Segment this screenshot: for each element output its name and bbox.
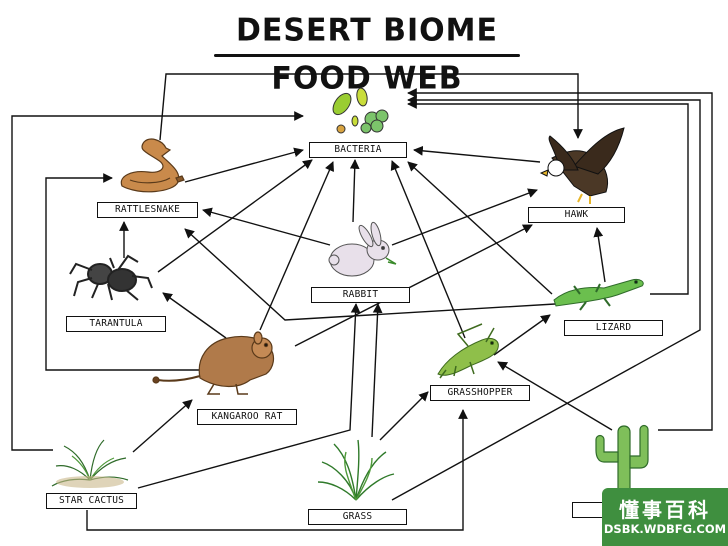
tarantula-icon — [69, 254, 153, 301]
arrow-lizard-hawk — [593, 227, 606, 283]
lizard-icon — [553, 279, 644, 311]
label-lizard: LIZARD — [564, 320, 663, 336]
hawk-icon — [539, 127, 625, 204]
watermark-badge: 懂事百科 DSBK.WDBFG.COM — [602, 488, 728, 546]
arrow-grasshopper-bacteria — [390, 160, 466, 339]
label-rattlesnake: RATTLESNAKE — [97, 202, 198, 218]
label-star-cactus: STAR CACTUS — [46, 493, 137, 509]
title-underline — [214, 54, 520, 57]
kangaroo-rat-icon — [152, 331, 275, 395]
label-tarantula: TARANTULA — [66, 316, 166, 332]
arrow-kangaroorat-bacteria — [259, 161, 334, 331]
arrow-starcactus-rabbit — [137, 303, 361, 489]
arrow-starcactus-kangaroorat — [132, 399, 193, 453]
label-hawk: HAWK — [528, 207, 625, 223]
arrow-grass-grasshopper — [379, 391, 429, 441]
arrow-rabbit-bacteria — [349, 159, 360, 223]
arrow-rabbit-rattlesnake — [202, 207, 331, 246]
bacteria-icon — [332, 87, 389, 134]
arrow-cactus-grasshopper — [497, 361, 613, 431]
arrow-cactus-bacteria — [407, 88, 713, 431]
arrow-rattlesnake-bacteria — [184, 147, 304, 183]
label-grass: GRASS — [308, 509, 407, 525]
arrow-kangaroorat-tarantula — [162, 292, 227, 339]
cactus-icon — [595, 424, 649, 495]
label-grasshopper: GRASSHOPPER — [430, 385, 530, 401]
arrow-lizard-bacteria — [407, 161, 553, 295]
arrow-kangaroorat-rattlesnake — [45, 173, 200, 371]
arrow-starcactus-grasshopper — [86, 409, 468, 531]
watermark-name: 懂事百科 — [619, 498, 711, 522]
label-kangaroo-rat: KANGAROO RAT — [197, 409, 297, 425]
arrow-lizard-rattlesnake — [184, 228, 556, 321]
arrow-grass-rabbit — [371, 303, 383, 438]
arrow-rattlesnake-hawk — [159, 73, 583, 141]
grasshopper-icon — [437, 323, 499, 379]
watermark-url: DSBK.WDBFG.COM — [603, 522, 727, 536]
star-cactus-icon — [51, 439, 129, 488]
arrow-kangaroorat-hawk — [294, 224, 533, 347]
rattlesnake-icon — [120, 138, 185, 193]
label-rabbit: RABBIT — [311, 287, 410, 303]
grass-icon — [317, 439, 395, 501]
arrow-grass-bacteria — [391, 95, 701, 501]
arrow-starcactus-bacteria — [11, 111, 304, 451]
arrow-grasshopper-lizard — [493, 314, 551, 356]
arrow-tarantula-bacteria — [157, 159, 313, 273]
arrow-rabbit-hawk — [391, 188, 538, 246]
rabbit-icon — [328, 221, 397, 277]
label-bacteria: BACTERIA — [309, 142, 407, 158]
arrow-hawk-bacteria — [413, 145, 541, 163]
diagram-title: DESERT BIOME FOOD WEB — [235, 12, 499, 98]
arrow-lizard-bacteria-route — [407, 99, 689, 295]
